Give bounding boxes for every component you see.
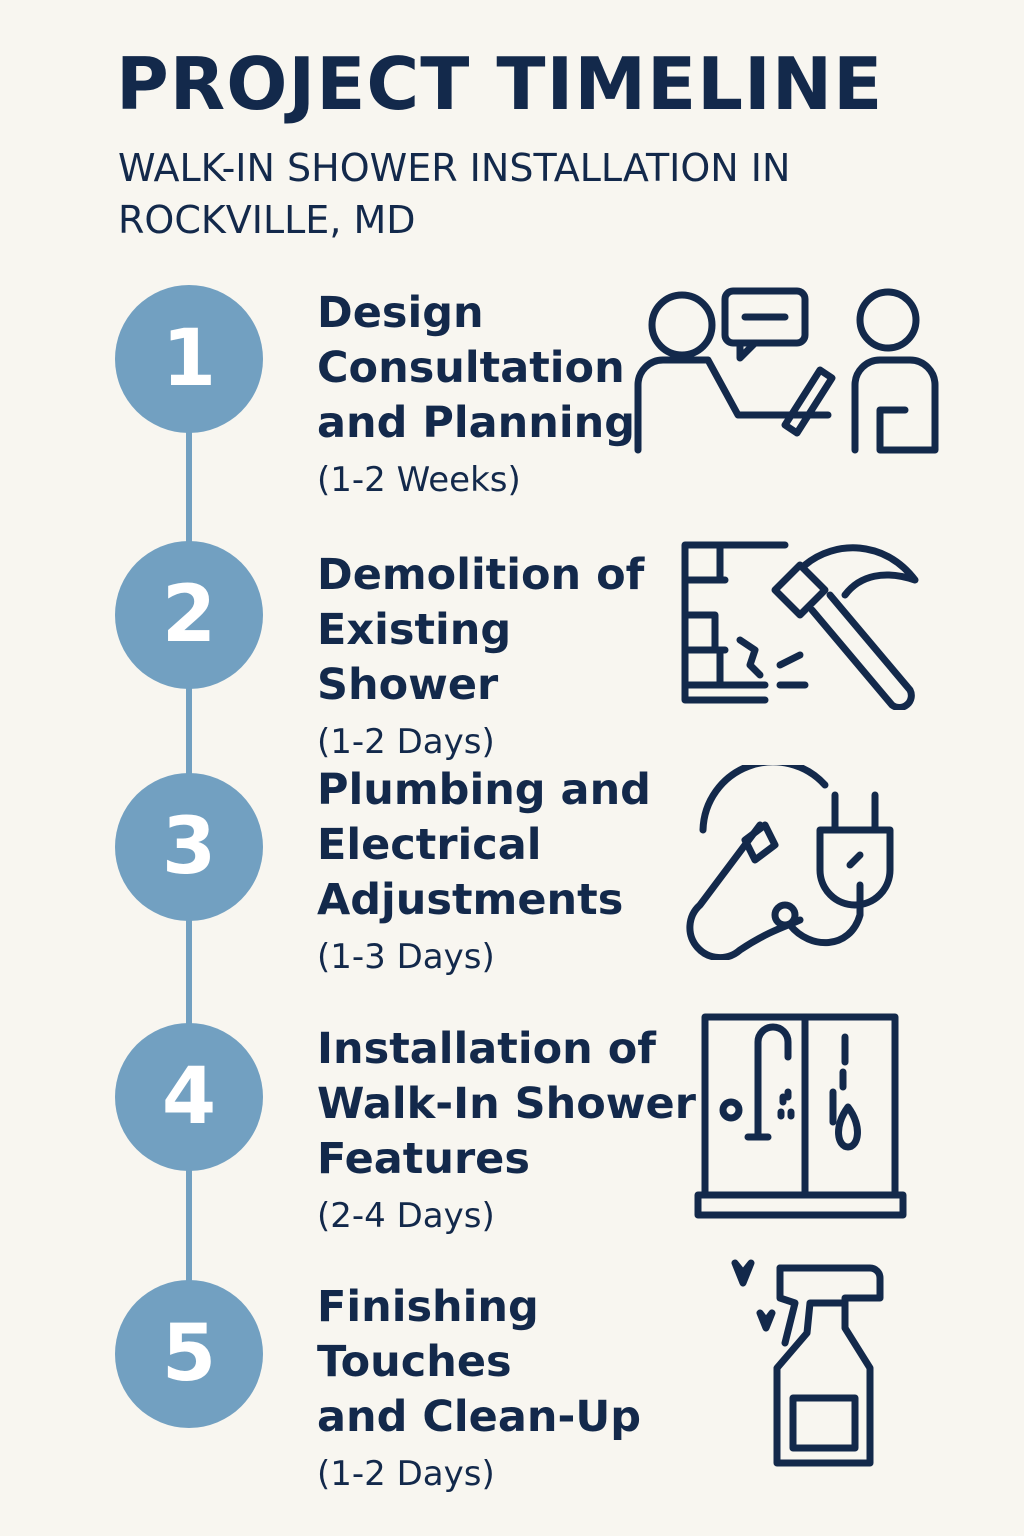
- step-number-badge: 2: [115, 541, 263, 689]
- step-number-badge: 4: [115, 1023, 263, 1171]
- page-subtitle: WALK-IN SHOWER INSTALLATION IN ROCKVILLE…: [118, 146, 791, 242]
- step-duration: (1-3 Days): [317, 937, 495, 977]
- step-duration: (1-2 Weeks): [317, 460, 521, 500]
- step-number-badge: 3: [115, 773, 263, 921]
- step-duration: (1-2 Days): [317, 722, 495, 762]
- step-number-badge: 1: [115, 285, 263, 433]
- step-number-badge: 5: [115, 1280, 263, 1428]
- timeline-step: Installation of Walk-In Shower Features …: [317, 1022, 697, 1241]
- step-name: Design Consultation and Planning: [317, 288, 636, 448]
- consultation-icon: [630, 285, 940, 464]
- step-name: Demolition of Existing Shower: [317, 550, 645, 710]
- step-name: Installation of Walk-In Shower Features: [317, 1024, 696, 1184]
- timeline-step: Finishing Touches and Clean-Up (1-2 Days…: [317, 1280, 697, 1499]
- step-name: Plumbing and Electrical Adjustments: [317, 765, 651, 925]
- step-name: Finishing Touches and Clean-Up: [317, 1282, 642, 1442]
- timeline-step: Plumbing and Electrical Adjustments (1-3…: [317, 763, 697, 982]
- step-duration: (1-2 Days): [317, 1454, 495, 1494]
- timeline-step: Demolition of Existing Shower (1-2 Days): [317, 548, 697, 767]
- page-title: PROJECT TIMELINE: [116, 42, 884, 126]
- hammer-wall-icon: [680, 540, 925, 714]
- timeline-step: Design Consultation and Planning (1-2 We…: [317, 286, 697, 505]
- step-duration: (2-4 Days): [317, 1196, 495, 1236]
- spray-bottle-icon: [715, 1258, 895, 1482]
- plug-pipe-icon: [685, 758, 900, 964]
- shower-icon: [693, 1012, 908, 1226]
